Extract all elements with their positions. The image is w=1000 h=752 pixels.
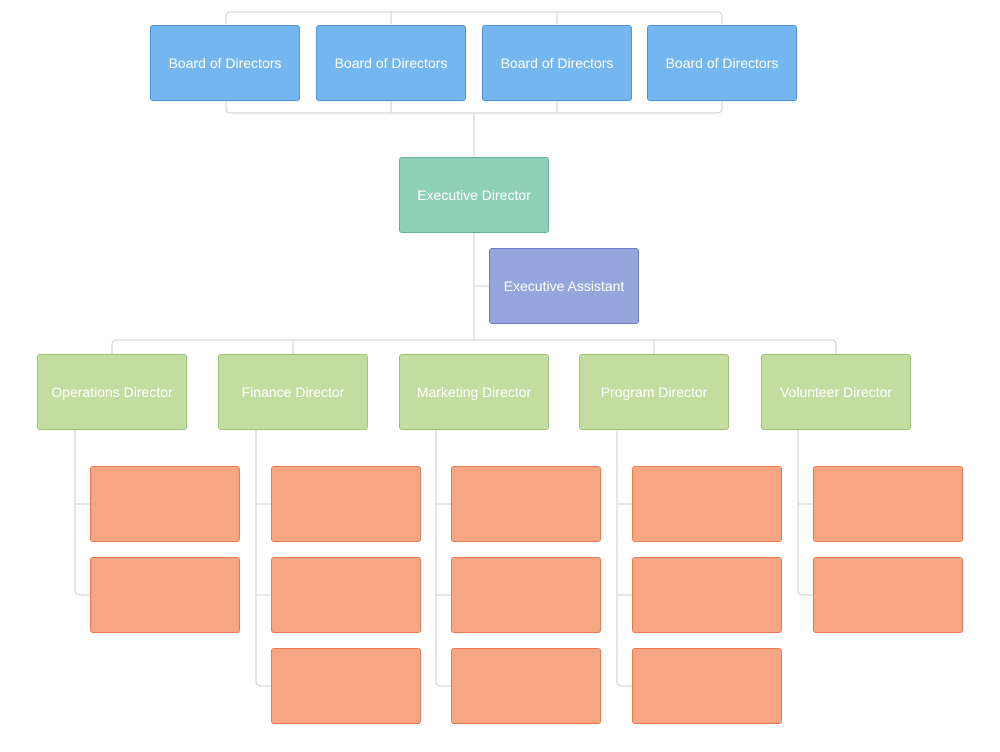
board-top-bracket xyxy=(225,11,723,24)
program-director-label: Program Director xyxy=(600,384,708,400)
marketing-staff-node-2[interactable] xyxy=(451,557,601,633)
volunteer-director-label: Volunteer Director xyxy=(779,384,893,400)
board-node-1-label: Board of Directors xyxy=(168,55,282,71)
program-staff-node-1[interactable] xyxy=(632,466,782,542)
operations-staff-node-2[interactable] xyxy=(90,557,240,633)
finance-staff-node-3[interactable] xyxy=(271,648,421,724)
board-node-2[interactable]: Board of Directors xyxy=(316,25,466,101)
operations-staff-node-1[interactable] xyxy=(90,466,240,542)
finance-staff-line xyxy=(255,430,271,687)
board-node-4-label: Board of Directors xyxy=(665,55,779,71)
executive-director-label: Executive Director xyxy=(417,187,531,203)
ops-staff-line xyxy=(74,430,91,596)
board-node-3-label: Board of Directors xyxy=(500,55,614,71)
operations-director-label: Operations Director xyxy=(51,384,173,400)
marketing-staff-node-1[interactable] xyxy=(451,466,601,542)
board-node-1[interactable]: Board of Directors xyxy=(150,25,300,101)
executive-director-node[interactable]: Executive Director xyxy=(399,157,549,233)
marketing-staff-node-3[interactable] xyxy=(451,648,601,724)
marketing-director-label: Marketing Director xyxy=(416,384,532,400)
volunteer-staff-node-1[interactable] xyxy=(813,466,963,542)
volunteer-staff-node-2[interactable] xyxy=(813,557,963,633)
directors-bar xyxy=(111,339,837,354)
executive-assistant-node[interactable]: Executive Assistant xyxy=(489,248,639,324)
volunteer-director-node[interactable]: Volunteer Director xyxy=(761,354,911,430)
finance-staff-node-2[interactable] xyxy=(271,557,421,633)
marketing-director-node[interactable]: Marketing Director xyxy=(399,354,549,430)
board-node-2-label: Board of Directors xyxy=(334,55,448,71)
finance-staff-node-1[interactable] xyxy=(271,466,421,542)
finance-director-node[interactable]: Finance Director xyxy=(218,354,368,430)
volunteer-staff-line xyxy=(797,430,814,596)
marketing-staff-line xyxy=(435,430,452,687)
board-bottom-bracket xyxy=(225,101,723,114)
program-staff-line xyxy=(616,430,632,687)
operations-director-node[interactable]: Operations Director xyxy=(37,354,187,430)
board-node-3[interactable]: Board of Directors xyxy=(482,25,632,101)
program-staff-node-2[interactable] xyxy=(632,557,782,633)
board-node-4[interactable]: Board of Directors xyxy=(647,25,797,101)
program-staff-node-3[interactable] xyxy=(632,648,782,724)
finance-director-label: Finance Director xyxy=(241,384,345,400)
executive-assistant-label: Executive Assistant xyxy=(503,278,625,294)
program-director-node[interactable]: Program Director xyxy=(579,354,729,430)
